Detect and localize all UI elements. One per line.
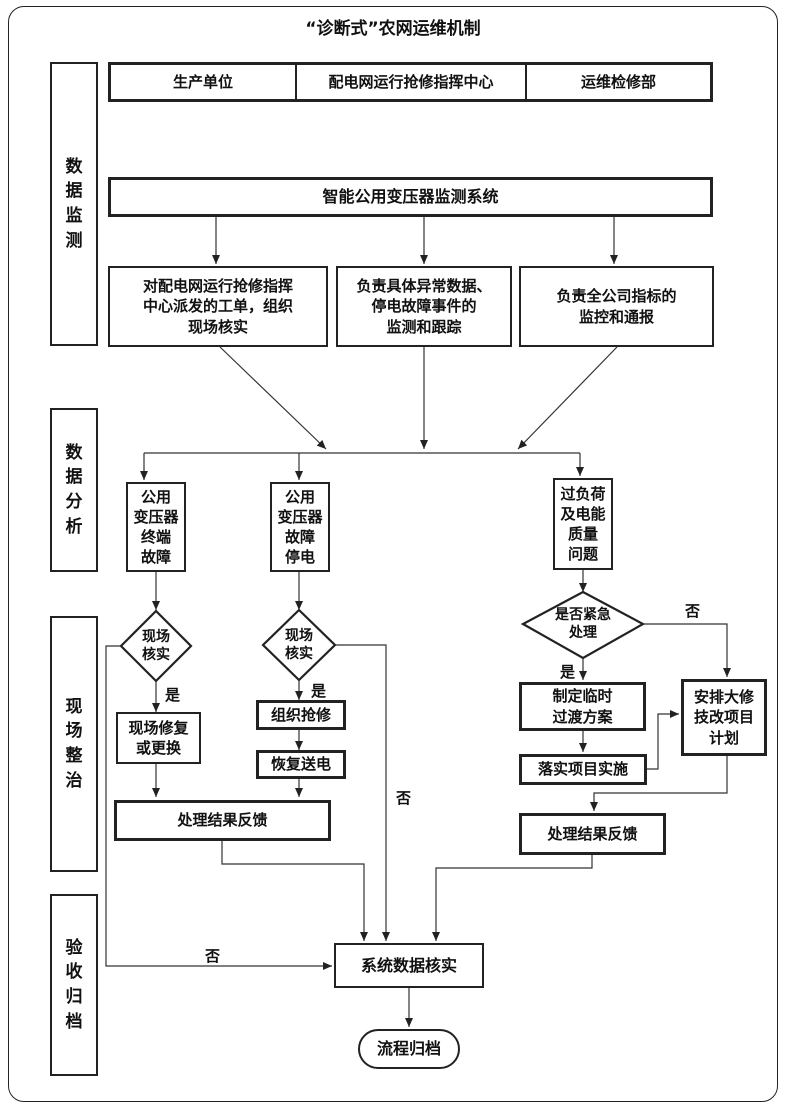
implement-project-box: 落实项目实施 bbox=[519, 754, 647, 785]
department-header: 生产单位 配电网运行抢修指挥中心 运维检修部 bbox=[108, 62, 713, 102]
task-box-maintenance: 负责全公司指标的 监控和通报 bbox=[519, 266, 714, 347]
overhaul-plan-box: 安排大修 技改项目 计划 bbox=[681, 679, 767, 756]
stage-field-rectification: 现 场 整 治 bbox=[50, 616, 98, 872]
diagram-frame bbox=[8, 6, 778, 1102]
organize-repair-box: 组织抢修 bbox=[256, 700, 346, 730]
diagram-title: “诊断式”农网运维机制 bbox=[305, 19, 481, 39]
header-command-center: 配电网运行抢修指挥中心 bbox=[297, 65, 527, 99]
decision-onsite-a bbox=[119, 609, 193, 683]
feedback-left-box: 处理结果反馈 bbox=[114, 800, 331, 841]
decision-urgent bbox=[520, 590, 646, 660]
yes-label-left: 是 bbox=[165, 686, 181, 704]
task-box-command: 负责具体异常数据、 停电故障事件的 监测和跟踪 bbox=[336, 266, 512, 347]
yes-label-right: 是 bbox=[560, 663, 576, 681]
fault-outage-box: 公用 变压器 故障 停电 bbox=[270, 482, 330, 572]
header-maintenance-dept: 运维检修部 bbox=[580, 72, 656, 91]
repair-replace-box: 现场修复 或更换 bbox=[116, 712, 201, 764]
restore-power-box: 恢复送电 bbox=[256, 750, 346, 779]
no-label-left: 否 bbox=[205, 947, 221, 965]
data-verification-box: 系统数据核实 bbox=[334, 943, 484, 988]
header-production-unit: 生产单位 bbox=[111, 65, 297, 99]
archive-box: 流程归档 bbox=[358, 1029, 460, 1069]
stage-acceptance-archive: 验 收 归 档 bbox=[50, 894, 98, 1076]
stage-data-analysis: 数 据 分 析 bbox=[50, 408, 98, 572]
monitoring-system-box: 智能公用变压器监测系统 bbox=[108, 177, 713, 217]
no-label-urgent: 否 bbox=[685, 602, 701, 620]
decision-onsite-b bbox=[261, 608, 337, 682]
decision-onsite-a-label: 现场 核实 bbox=[142, 628, 170, 663]
fault-overload-box: 过负荷 及电能 质量 问题 bbox=[553, 478, 613, 570]
feedback-right-box: 处理结果反馈 bbox=[519, 813, 666, 855]
task-box-production: 对配电网运行抢修指挥 中心派发的工单，组织 现场核实 bbox=[108, 266, 328, 347]
no-label-middle: 否 bbox=[396, 789, 412, 807]
decision-onsite-b-label: 现场 核实 bbox=[285, 627, 313, 662]
yes-label-middle: 是 bbox=[311, 682, 327, 700]
fault-terminal-box: 公用 变压器 终端 故障 bbox=[126, 482, 186, 572]
temporary-plan-box: 制定临时 过渡方案 bbox=[519, 682, 646, 731]
stage-data-monitoring: 数 据 监 测 bbox=[50, 62, 98, 346]
decision-urgent-label: 是否紧急 处理 bbox=[555, 606, 611, 641]
